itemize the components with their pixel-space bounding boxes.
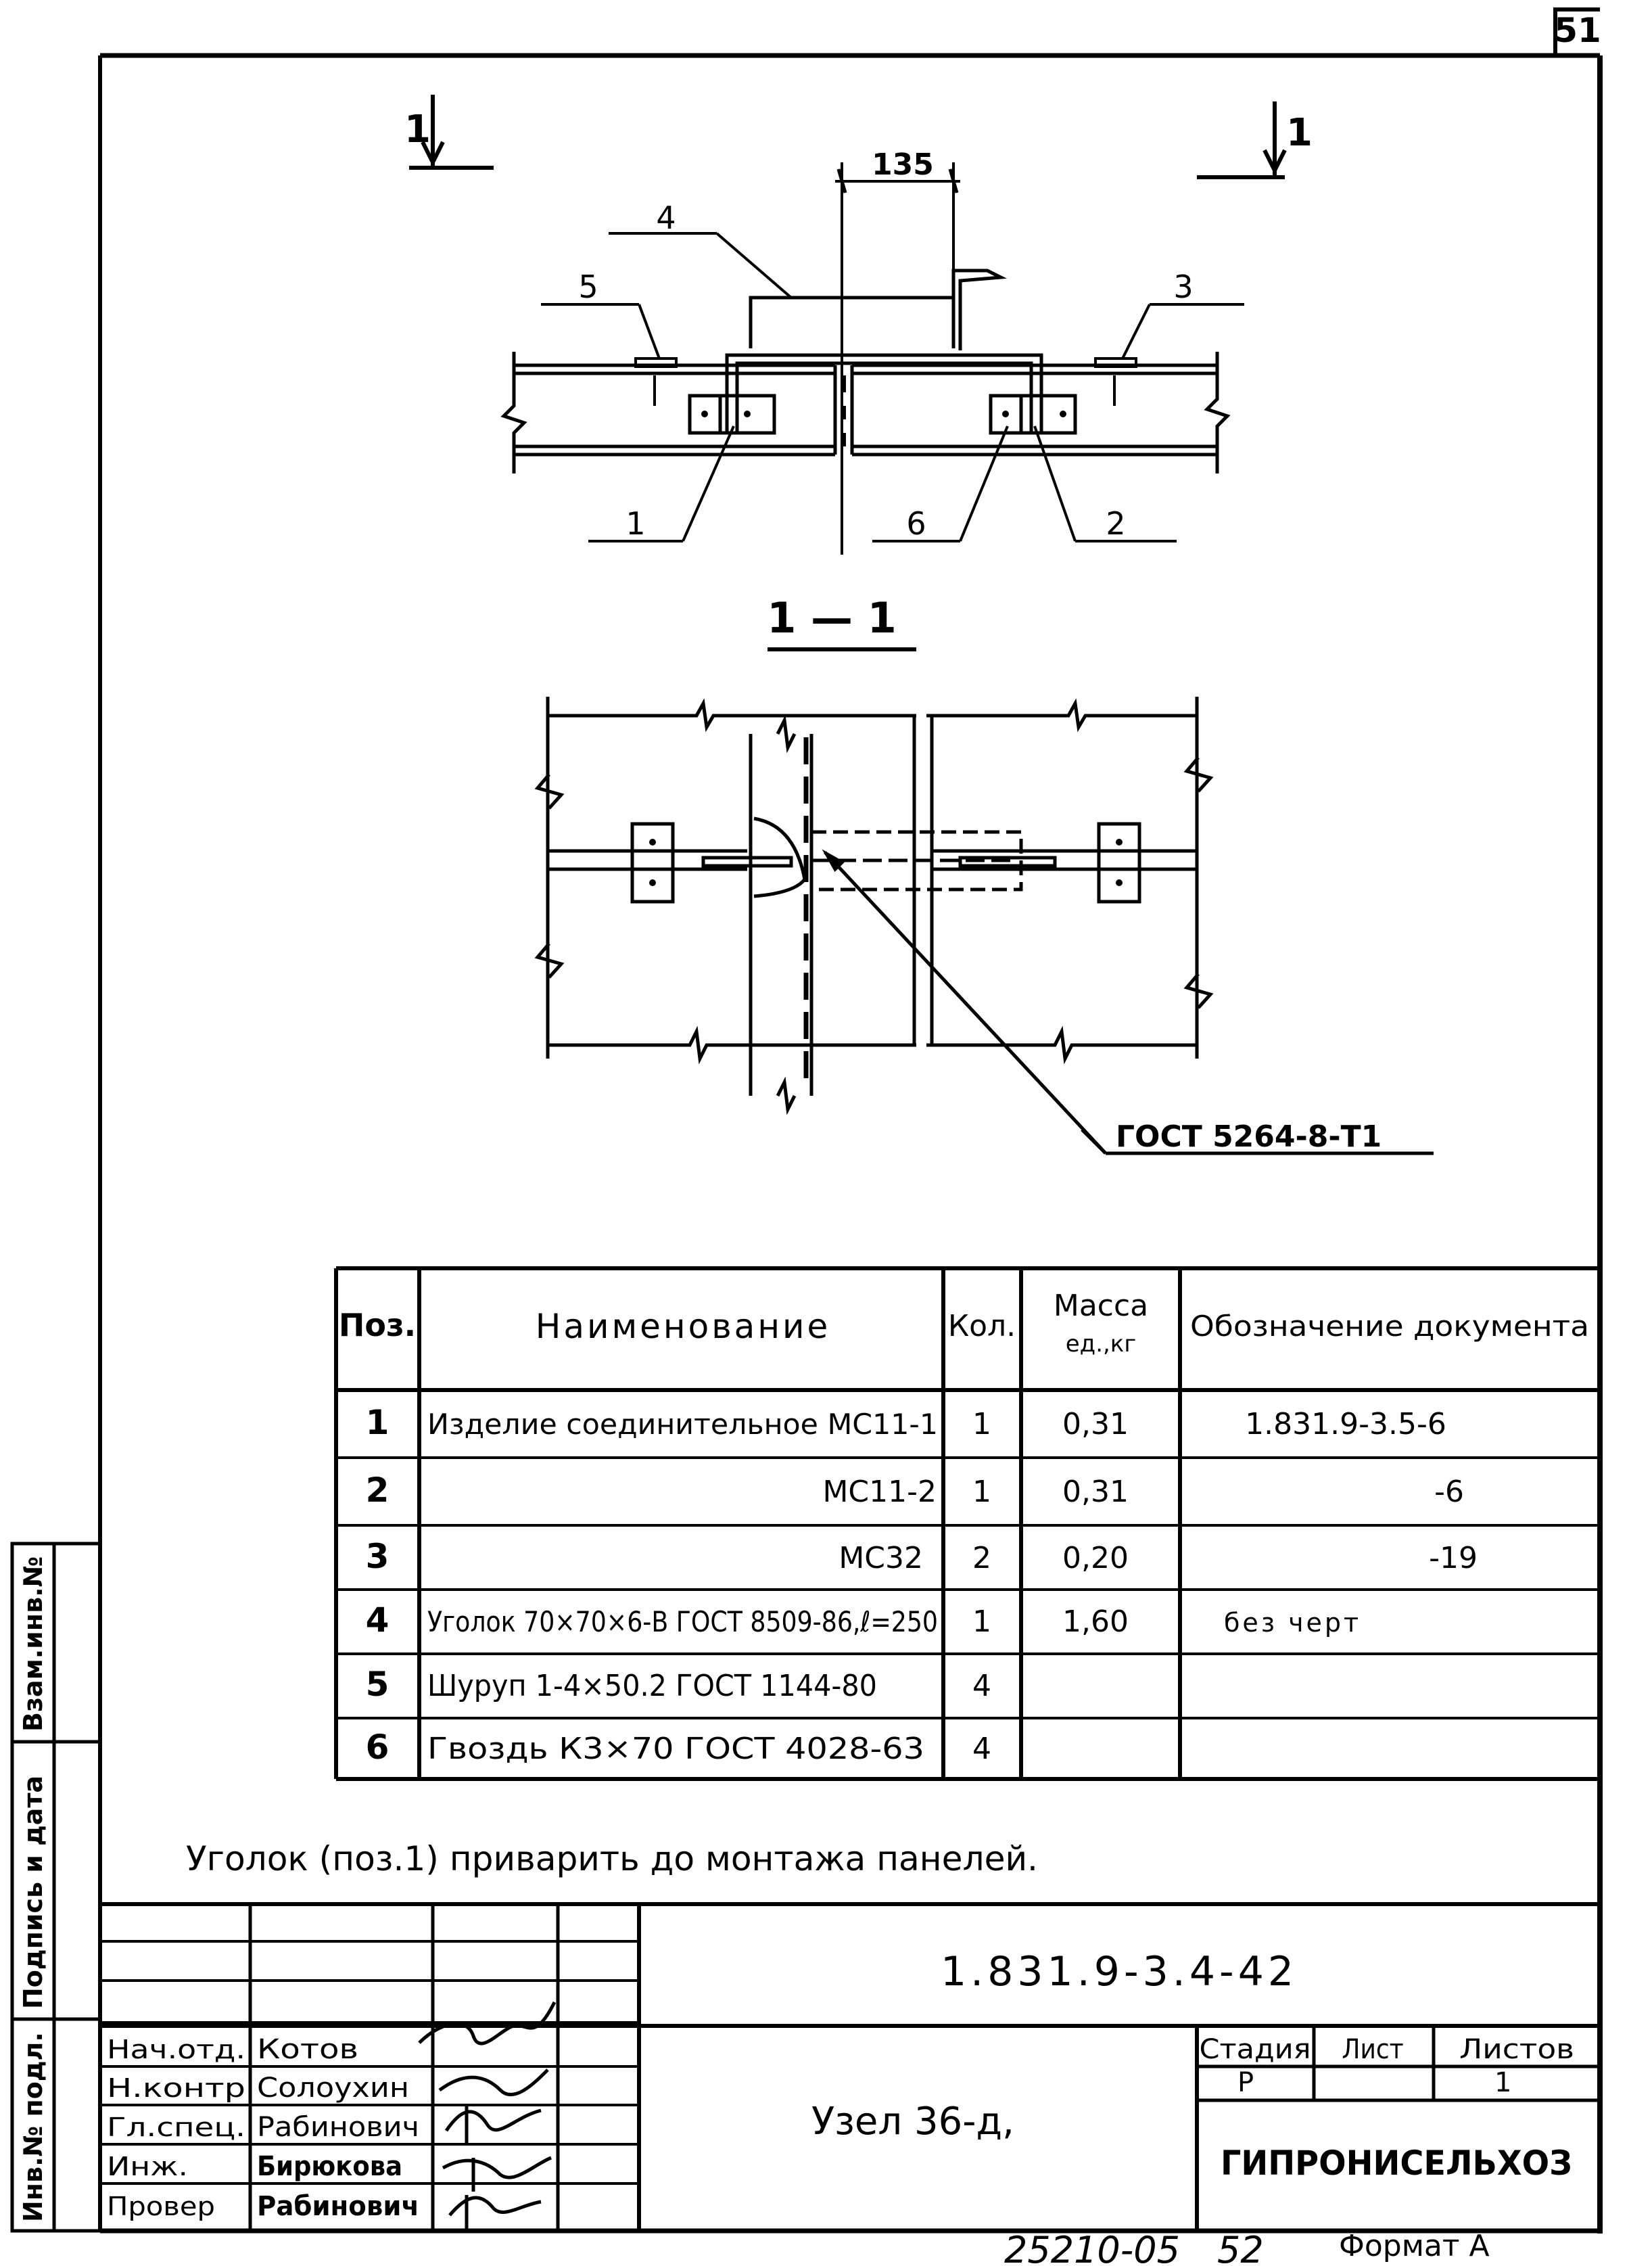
role-name: Солоухин: [257, 2073, 409, 2104]
cell-qty: 1: [972, 1475, 991, 1509]
cell-name: Уголок 70×70×6-В ГОСТ 8509-86,ℓ=250: [427, 1605, 938, 1638]
role-label: Н.контр: [107, 2073, 245, 2103]
cell-pos: 2: [366, 1471, 390, 1510]
stage-label: Стадия: [1200, 2034, 1311, 2065]
note-text: Уголок (поз.1) приварить до монтажа пане…: [186, 1839, 1038, 1878]
cell-pos: 3: [366, 1537, 390, 1576]
section-marker-left-label: 1: [404, 108, 431, 152]
cell-doc: без черт: [1224, 1608, 1361, 1638]
cell-qty: 4: [972, 1732, 991, 1766]
role-label: Провер: [107, 2192, 215, 2221]
cell-name: Гвоздь К3×70 ГОСТ 4028-63: [427, 1732, 924, 1766]
cell-doc: 1.831.9-3.5-6: [1245, 1407, 1446, 1441]
table-row: 6 Гвоздь К3×70 ГОСТ 4028-63 4: [366, 1728, 991, 1767]
role-name: Бирюкова: [257, 2151, 402, 2182]
callout-2: 2: [1106, 505, 1125, 542]
section-view-dots: [649, 839, 1123, 886]
title-block-grid: [100, 1902, 1600, 2231]
header-mass-2: ед.,кг: [1066, 1331, 1136, 1358]
callout-5: 5: [578, 269, 598, 305]
doc-code: 1.831.9-3.4-42: [941, 1948, 1298, 1995]
callout-6: 6: [906, 505, 926, 542]
callout-1: 1: [626, 505, 645, 542]
footer-number: 25210-05: [1004, 2229, 1180, 2266]
signatures: [418, 2001, 557, 2229]
side-stamp-grid: [10, 1542, 102, 2233]
plan-view: [500, 162, 1244, 555]
sheet-label: Лист: [1342, 2034, 1403, 2065]
cell-pos: 6: [366, 1728, 390, 1767]
spec-table-grid: [334, 1266, 1600, 1781]
cell-name: МС11-2: [822, 1475, 937, 1509]
organization: ГИПРОНИСЕЛЬХОЗ: [1221, 2144, 1572, 2183]
roles-list: Нач.отд. Котов Н.контр Солоухин Гл.спец.…: [107, 2034, 419, 2222]
cell-name: МС32: [839, 1541, 923, 1575]
table-row: 5 Шуруп 1-4×50.2 ГОСТ 1144-80 4: [366, 1665, 991, 1704]
stamp-vzam: Взам.инв.№: [18, 1556, 48, 1732]
cell-pos: 4: [366, 1600, 390, 1640]
stamp-inv: Инв.№ подл.: [18, 2032, 48, 2222]
cell-name: Изделие соединительное МС11-1: [427, 1408, 938, 1441]
role-label: Гл.спец.: [107, 2112, 245, 2142]
cell-pos: 5: [366, 1665, 390, 1704]
cell-doc: -19: [1429, 1541, 1478, 1575]
dimension-135: 135: [872, 147, 934, 182]
section-marker-right-label: 1: [1286, 111, 1313, 155]
footer-page: 52: [1217, 2229, 1264, 2266]
role-label: Инж.: [107, 2152, 188, 2181]
callout-4: 4: [656, 200, 676, 236]
sheets-value: 1: [1494, 2067, 1511, 2098]
table-row: 3 МС32 2 0,20 -19: [366, 1537, 1478, 1576]
role-name: Рабинович: [257, 2112, 419, 2143]
page-number: 51: [1554, 11, 1601, 50]
section-marker-left: [409, 95, 494, 170]
role-name: Рабинович: [257, 2191, 419, 2222]
plan-view-dots: [701, 411, 1066, 417]
section-title: 1 — 1: [767, 593, 896, 643]
stage-value: Р: [1237, 2067, 1254, 2098]
role-name: Котов: [257, 2034, 358, 2065]
cell-mass: 0,31: [1062, 1407, 1129, 1441]
cell-mass: 0,20: [1062, 1541, 1129, 1575]
cell-mass: 1,60: [1062, 1604, 1129, 1639]
header-doc: Обозначение документа: [1190, 1310, 1589, 1343]
header-name: Наименование: [536, 1307, 831, 1346]
cell-doc: -6: [1434, 1475, 1464, 1509]
header-mass-1: Масса: [1054, 1289, 1148, 1323]
cell-pos: 1: [366, 1403, 390, 1442]
cell-mass: 0,31: [1062, 1475, 1129, 1509]
header-qty: Кол.: [948, 1309, 1016, 1343]
table-row: 1 Изделие соединительное МС11-1 1 0,31 1…: [366, 1403, 1446, 1442]
callout-3: 3: [1173, 269, 1193, 305]
stamp-podpis: Подпись и дата: [18, 1776, 48, 2009]
weld-note: ГОСТ 5264-8-Т1: [1116, 1119, 1382, 1154]
role-label: Нач.отд.: [107, 2035, 245, 2064]
cell-qty: 1: [972, 1407, 991, 1441]
table-row: 2 МС11-2 1 0,31 -6: [366, 1471, 1464, 1510]
cell-qty: 1: [972, 1604, 991, 1639]
table-row: 4 Уголок 70×70×6-В ГОСТ 8509-86,ℓ=250 1 …: [366, 1600, 1361, 1640]
sheets-label: Листов: [1459, 2034, 1574, 2065]
cell-qty: 2: [972, 1541, 991, 1575]
section-view: [534, 697, 1434, 1155]
drawing-title: Узел 36-д,: [811, 2100, 1014, 2144]
header-pos: Поз.: [339, 1307, 416, 1343]
cell-qty: 4: [972, 1669, 991, 1703]
section-marker-right: [1197, 101, 1287, 179]
cell-name: Шуруп 1-4×50.2 ГОСТ 1144-80: [427, 1669, 877, 1703]
footer-format: Формат А: [1339, 2229, 1490, 2263]
